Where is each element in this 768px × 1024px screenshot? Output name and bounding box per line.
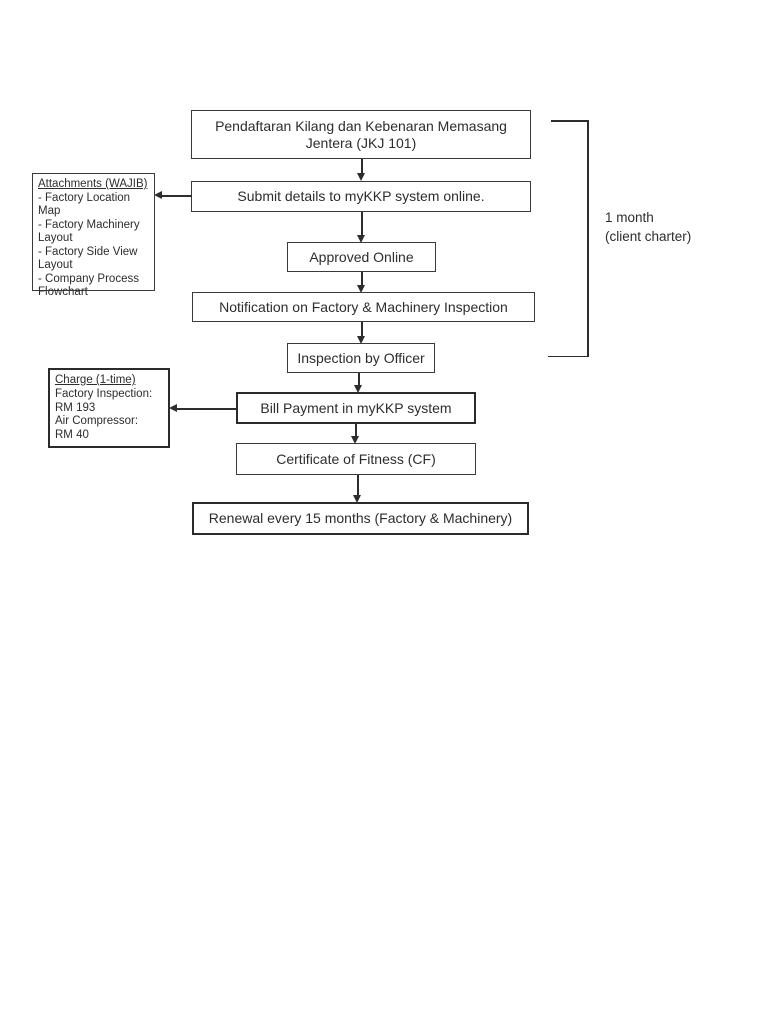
attachments-note-line: - Factory Machinery [38, 218, 140, 231]
flow-step-bill-payment: Bill Payment in myKKP system [236, 392, 476, 424]
duration-label-line2: (client charter) [605, 229, 692, 244]
flow-step-inspection: Inspection by Officer [287, 343, 435, 373]
flow-step-submit-details-label: Submit details to myKKP system online. [237, 188, 485, 204]
flow-step-notification: Notification on Factory & Machinery Insp… [192, 292, 535, 322]
duration-label-line1: 1 month [605, 210, 654, 225]
attachments-note-line: Layout [38, 232, 73, 244]
attachments-note-lines: - Factory Location Map- Factory Machiner… [38, 192, 149, 300]
duration-bracket-vertical [587, 120, 589, 357]
arrow-bill-to-charge-head [169, 404, 177, 412]
charge-note-box: Charge (1-time) Factory Inspection:RM 19… [48, 368, 170, 448]
attachments-note-line: - Factory Side View [38, 245, 138, 258]
arrow-bill-to-certificate-line [355, 424, 357, 436]
arrow-approved-to-notification-line [360, 272, 363, 285]
attachments-note-box: Attachments (WAJIB) - Factory Location M… [32, 173, 155, 298]
flow-step-notification-label: Notification on Factory & Machinery Insp… [219, 298, 508, 315]
flow-step-registration-label: Pendaftaran Kilang dan Kebenaran Memasan… [215, 117, 507, 151]
attachments-note-line: Flowchart [38, 286, 88, 298]
duration-bracket-top-arm [551, 120, 588, 122]
duration-bracket-bottom-arm [548, 355, 588, 357]
flow-step-approved-online-label: Approved Online [309, 248, 414, 265]
charge-note-line: Air Compressor: [55, 415, 139, 428]
charge-note-heading: Charge (1-time) [55, 374, 136, 386]
charge-note-line: RM 40 [55, 429, 89, 442]
flow-step-certificate: Certificate of Fitness (CF) [236, 443, 476, 475]
arrow-bill-to-certificate-head [351, 435, 359, 444]
flow-step-renewal: Renewal every 15 months (Factory & Machi… [192, 502, 529, 535]
attachments-note-line: - Factory Location Map [38, 191, 131, 218]
arrow-certificate-to-renewal-line [357, 475, 359, 495]
flow-step-inspection-label: Inspection by Officer [297, 349, 425, 366]
arrow-submit-to-approved-line [360, 212, 363, 235]
arrow-notification-to-inspection-head [356, 335, 365, 344]
flow-step-renewal-label: Renewal every 15 months (Factory & Machi… [208, 510, 513, 526]
arrow-bill-to-charge-line [176, 407, 237, 410]
arrow-submit-to-attachments-line [161, 194, 192, 197]
arrow-inspection-to-bill-head [354, 384, 362, 393]
flow-step-certificate-label: Certificate of Fitness (CF) [276, 450, 436, 467]
attachments-note-line: - Company Process [38, 272, 139, 285]
arrow-notification-to-inspection-line [360, 322, 363, 336]
charge-note-line: RM 193 [55, 401, 96, 414]
duration-label: 1 month (client charter) [605, 208, 691, 246]
flow-step-approved-online: Approved Online [287, 242, 436, 272]
arrow-registration-to-submit-head [356, 173, 365, 181]
arrow-certificate-to-renewal-head [353, 494, 361, 503]
flow-step-submit-details: Submit details to myKKP system online. [191, 181, 531, 212]
arrow-registration-to-submit-line [360, 159, 363, 174]
arrow-submit-to-attachments-head [154, 191, 162, 199]
charge-note-line: Factory Inspection: [55, 387, 153, 400]
attachments-note-line: Layout [38, 259, 73, 271]
attachments-note-heading: Attachments (WAJIB) [38, 178, 148, 190]
flow-step-bill-payment-label: Bill Payment in myKKP system [260, 399, 452, 416]
arrow-inspection-to-bill-line [358, 373, 360, 385]
flow-step-registration: Pendaftaran Kilang dan Kebenaran Memasan… [191, 110, 531, 159]
arrow-submit-to-approved-head [356, 234, 365, 243]
arrow-approved-to-notification-head [356, 284, 365, 293]
